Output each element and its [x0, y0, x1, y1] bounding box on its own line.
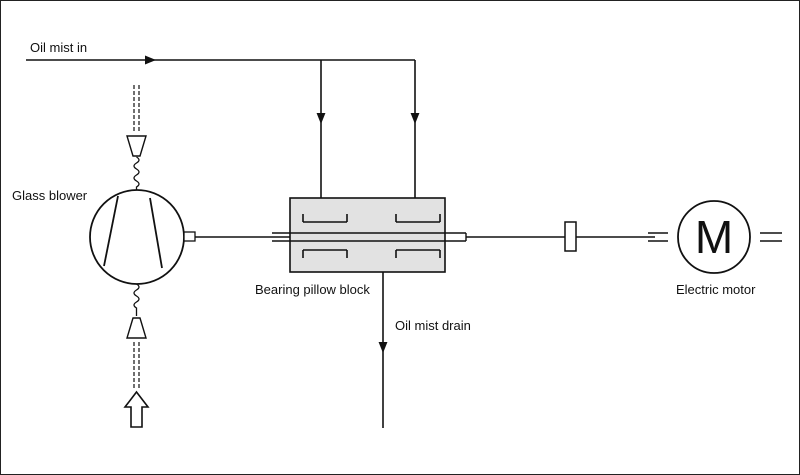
lower-nozzle-icon — [126, 317, 147, 339]
electric-motor-label: Electric motor — [676, 282, 756, 297]
electric-motor: M — [648, 200, 782, 274]
shaft-coupling-icon — [564, 221, 577, 252]
glass-blower-label: Glass blower — [12, 188, 88, 203]
blower-housing-icon — [89, 189, 185, 285]
upper-intake — [126, 85, 147, 193]
lower-flex-coupling-icon — [133, 283, 140, 316]
upper-flex-coupling-icon — [133, 156, 140, 193]
bearing-pillow-block — [272, 197, 467, 273]
oil-mist-drain-label: Oil mist drain — [395, 318, 471, 333]
pillow-block-housing — [289, 197, 446, 273]
motor-symbol: M — [695, 211, 733, 263]
motor-housing-icon — [677, 200, 751, 274]
oil-mist-in-label: Oil mist in — [30, 40, 87, 55]
oil-mist-supply-line — [26, 55, 420, 212]
blower-shaft-stub — [183, 231, 196, 242]
upper-nozzle-icon — [126, 135, 147, 157]
lower-inlet — [123, 283, 150, 428]
bearing-pillow-block-label: Bearing pillow block — [255, 282, 370, 297]
inlet-air-arrow-icon — [123, 390, 150, 428]
glass-blower — [89, 189, 196, 285]
